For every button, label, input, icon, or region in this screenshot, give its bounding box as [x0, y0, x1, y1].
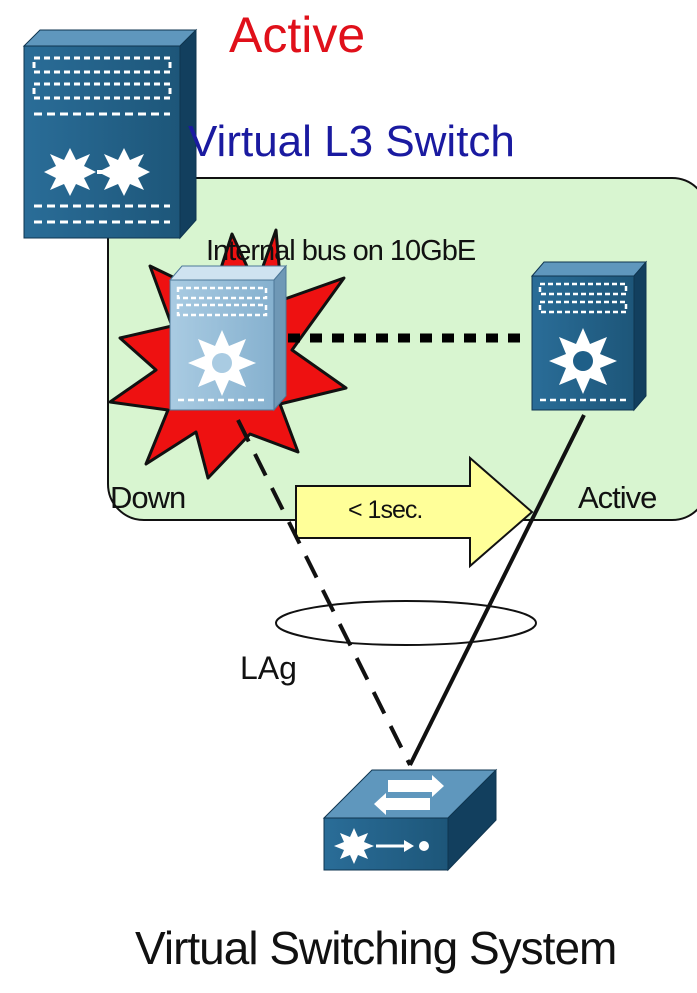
internal-bus-label: Internal bus on 10GbE: [206, 235, 476, 267]
system-title: Virtual Switching System: [135, 922, 617, 974]
failed-switch-icon: [168, 264, 288, 412]
failover-arrow: [295, 455, 534, 569]
standalone-switch-icon: [22, 28, 198, 240]
access-switch-icon: [322, 768, 498, 872]
active-uplink: [408, 414, 586, 766]
down-status-label: Down: [110, 480, 186, 515]
lag-label: LAg: [240, 650, 297, 686]
lag-ellipse: [275, 600, 537, 646]
failed-uplink-dashed: [236, 419, 412, 766]
active-right-label: Active: [578, 480, 657, 515]
active-status-label: Active: [229, 7, 366, 63]
virtual-l3-switch-title: Virtual L3 Switch: [188, 117, 515, 166]
failover-time-label: < 1sec.: [348, 496, 423, 524]
active-switch-icon: [530, 260, 648, 412]
